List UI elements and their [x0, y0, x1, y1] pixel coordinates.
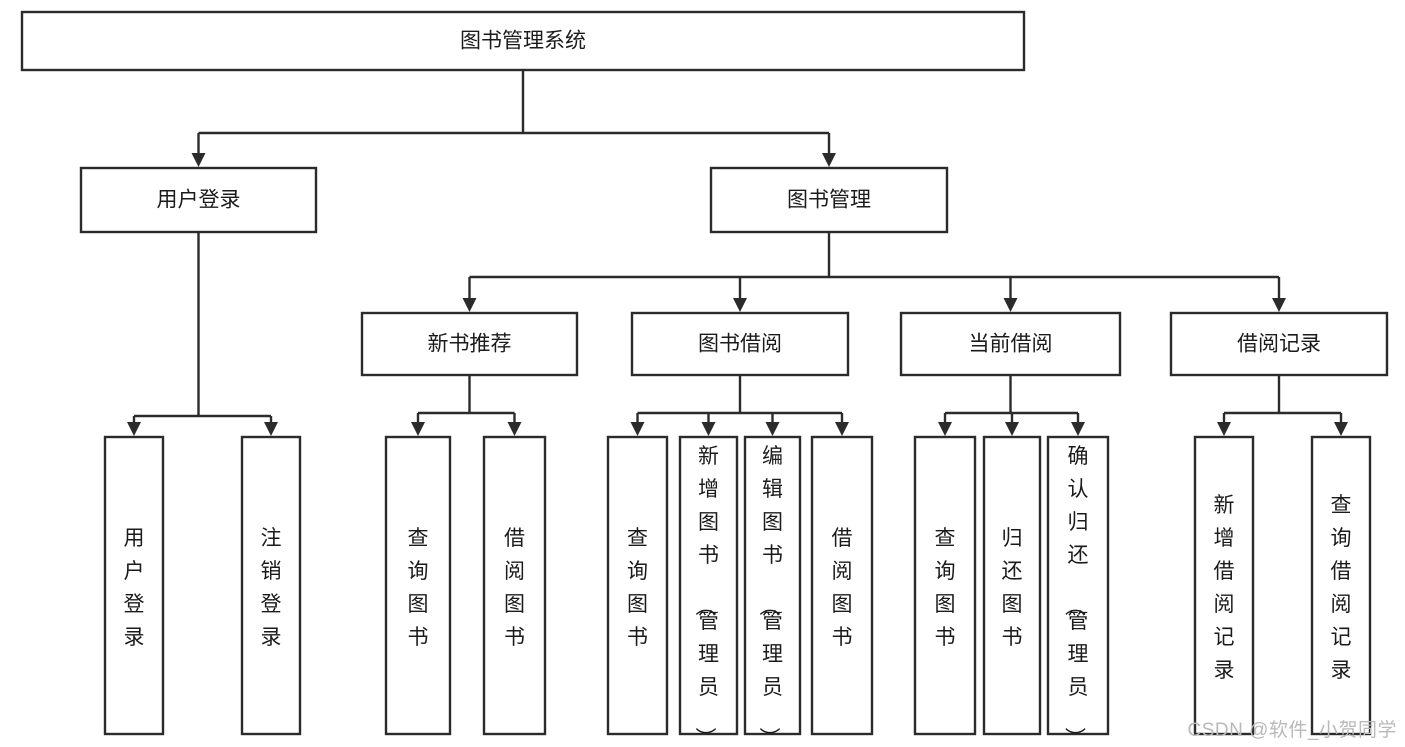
- node-label: 图书管理: [787, 189, 871, 212]
- node-box[interactable]: [360, 311, 579, 377]
- arrow-head-icon: [1217, 422, 1231, 436]
- arrow-head-icon: [191, 153, 206, 167]
- node-box[interactable]: [1169, 311, 1389, 377]
- node-borrow-record[interactable]: 借阅记录: [1169, 311, 1389, 377]
- node-label: 查询借阅记录: [1331, 494, 1352, 682]
- arrow-head-icon: [630, 422, 645, 436]
- arrow-head-icon: [411, 422, 425, 436]
- arrow-head-icon: [264, 422, 278, 436]
- connector-group-borrow-record: [1217, 375, 1348, 436]
- node-label: 编辑图书（管理员）: [757, 445, 783, 747]
- node-label: 确认归还（管理员）: [1063, 445, 1089, 747]
- node-leaf-borrow-book-1[interactable]: 借阅图书: [482, 435, 547, 736]
- arrow-head-icon: [1071, 422, 1085, 436]
- node-label: 图书管理系统: [460, 30, 586, 53]
- node-leaf-return-book[interactable]: 归还图书: [982, 435, 1042, 736]
- connector-group-root: [191, 70, 836, 167]
- node-label: 新增借阅记录: [1214, 494, 1235, 682]
- node-leaf-logout[interactable]: 注销登录: [240, 435, 302, 736]
- node-leaf-user-login[interactable]: 用户登录: [103, 435, 165, 736]
- node-box[interactable]: [630, 311, 850, 377]
- node-label: 借阅图书: [504, 527, 525, 649]
- arrow-head-icon: [1005, 422, 1019, 436]
- node-label: 借阅记录: [1237, 333, 1321, 356]
- node-current-borrow[interactable]: 当前借阅: [899, 311, 1122, 377]
- node-box[interactable]: [20, 10, 1026, 72]
- node-label: 图书借阅: [698, 333, 782, 356]
- connector-group-book-borrow: [630, 375, 849, 436]
- arrow-head-icon: [701, 422, 716, 436]
- arrow-head-icon: [462, 298, 477, 312]
- node-label: 借阅图书: [832, 527, 853, 649]
- arrow-head-icon: [1334, 422, 1348, 436]
- arrow-head-icon: [733, 298, 747, 312]
- node-label: 用户登录: [124, 527, 145, 649]
- node-book-borrow[interactable]: 图书借阅: [630, 311, 850, 377]
- node-book-manage[interactable]: 图书管理: [709, 166, 949, 234]
- node-box[interactable]: [1193, 435, 1255, 736]
- node-box[interactable]: [482, 435, 547, 736]
- node-box[interactable]: [79, 166, 318, 234]
- arrow-head-icon: [507, 422, 522, 436]
- node-leaf-add-borrow-record[interactable]: 新增借阅记录: [1193, 435, 1255, 736]
- node-leaf-query-book-1[interactable]: 查询图书: [384, 435, 452, 736]
- node-box[interactable]: [899, 311, 1122, 377]
- node-user-login[interactable]: 用户登录: [79, 166, 318, 234]
- connector-group-user-login: [127, 232, 278, 436]
- node-box[interactable]: [709, 166, 949, 234]
- node-box[interactable]: [743, 435, 802, 736]
- arrow-head-icon: [1003, 298, 1018, 312]
- node-label: 用户登录: [157, 189, 241, 212]
- node-leaf-add-book-admin[interactable]: 新增图书（管理员）: [678, 435, 739, 747]
- node-box[interactable]: [1046, 435, 1110, 736]
- connector-layer: [127, 70, 1348, 436]
- connector-group-book-manage: [462, 232, 1286, 312]
- node-leaf-edit-book-admin[interactable]: 编辑图书（管理员）: [743, 435, 802, 747]
- node-box[interactable]: [1310, 435, 1372, 736]
- node-label: 新书推荐: [428, 333, 512, 356]
- node-label: 查询图书: [935, 527, 956, 649]
- arrow-head-icon: [1272, 298, 1286, 312]
- node-box[interactable]: [982, 435, 1042, 736]
- connector-group-current-borrow: [938, 375, 1085, 436]
- node-label: 查询图书: [408, 527, 429, 649]
- node-box[interactable]: [384, 435, 452, 736]
- node-leaf-borrow-book-2[interactable]: 借阅图书: [810, 435, 874, 736]
- node-layer: 图书管理系统用户登录图书管理新书推荐图书借阅当前借阅借阅记录用户登录注销登录查询…: [20, 10, 1389, 747]
- node-leaf-query-borrow-record[interactable]: 查询借阅记录: [1310, 435, 1372, 736]
- node-label: 当前借阅: [969, 333, 1053, 356]
- arrow-head-icon: [822, 153, 836, 167]
- node-box[interactable]: [240, 435, 302, 736]
- node-box[interactable]: [678, 435, 739, 736]
- node-leaf-query-book-2[interactable]: 查询图书: [606, 435, 669, 736]
- node-new-book-recommend[interactable]: 新书推荐: [360, 311, 579, 377]
- node-label: 注销登录: [261, 527, 282, 649]
- arrow-head-icon: [835, 422, 849, 436]
- node-label: 查询图书: [627, 527, 648, 649]
- connector-group-new-book-recommend: [411, 375, 522, 436]
- node-leaf-confirm-return-admin[interactable]: 确认归还（管理员）: [1046, 435, 1110, 747]
- node-label: 新增图书（管理员）: [693, 445, 719, 747]
- node-box[interactable]: [913, 435, 977, 736]
- node-leaf-query-book-3[interactable]: 查询图书: [913, 435, 977, 736]
- arrow-head-icon: [127, 422, 141, 436]
- arrow-head-icon: [765, 422, 780, 436]
- arrow-head-icon: [938, 422, 952, 436]
- node-box[interactable]: [810, 435, 874, 736]
- node-label: 归还图书: [1002, 527, 1023, 649]
- node-box[interactable]: [103, 435, 165, 736]
- node-box[interactable]: [606, 435, 669, 736]
- node-root[interactable]: 图书管理系统: [20, 10, 1026, 72]
